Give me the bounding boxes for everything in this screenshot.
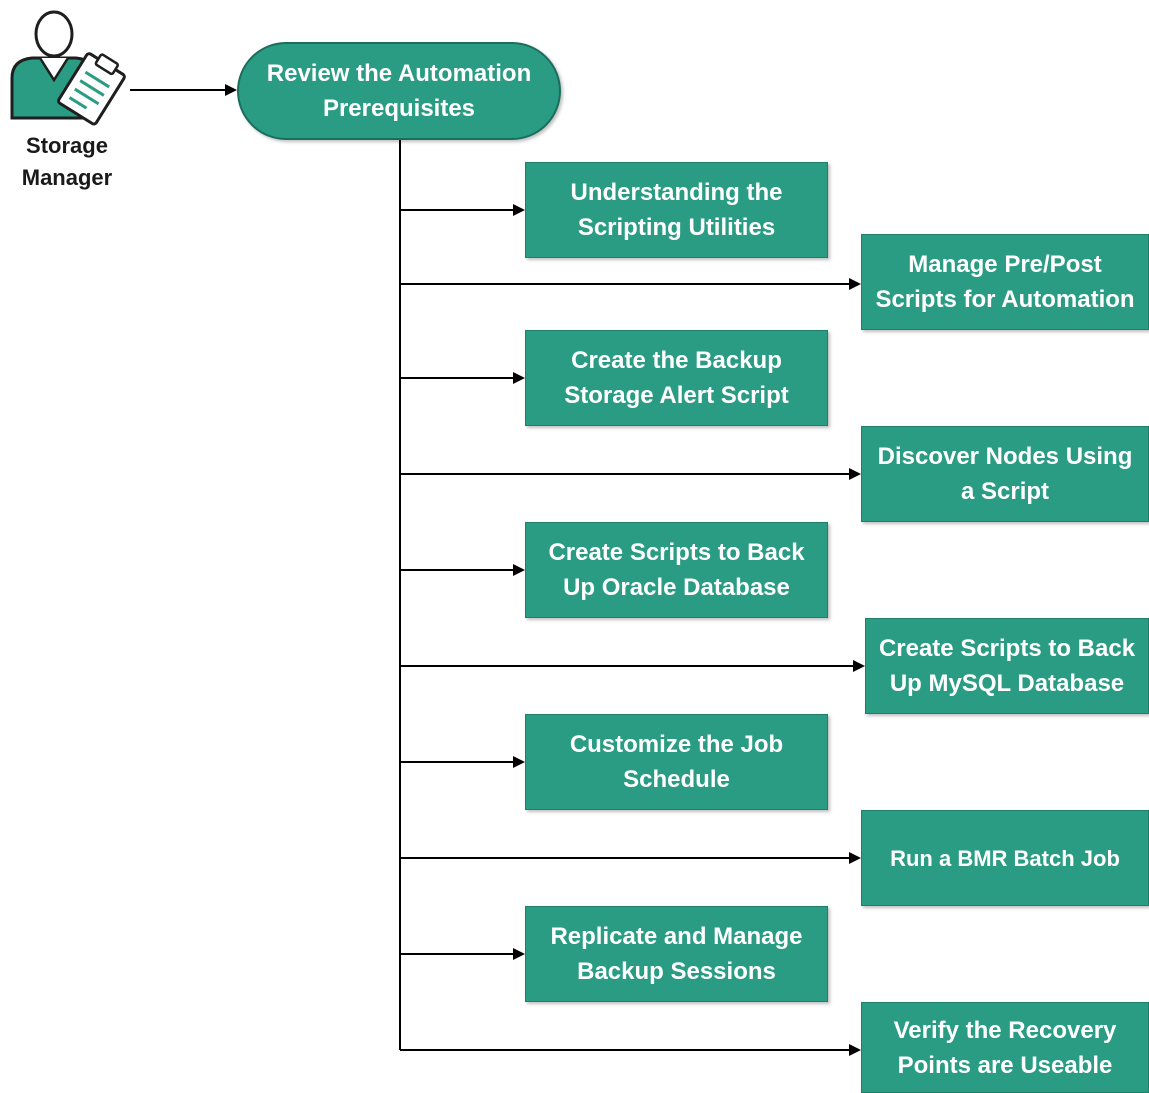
step-backup-mysql-database: Create Scripts to Back Up MySQL Database	[865, 618, 1149, 714]
role-label: Storage Manager	[21, 133, 113, 190]
step-verify-recovery-points: Verify the Recovery Points are Useable	[861, 1002, 1149, 1093]
step-understanding-scripting-utilities: Understanding the Scripting Utilities	[525, 162, 828, 258]
step-backup-oracle-database: Create Scripts to Back Up Oracle Databas…	[525, 522, 828, 618]
step-discover-nodes-using-script: Discover Nodes Using a Script	[861, 426, 1149, 522]
start-step-review-prerequisites: Review the Automation Prerequisites	[237, 42, 561, 140]
step-replicate-manage-backup-sessions: Replicate and Manage Backup Sessions	[525, 906, 828, 1002]
step-create-backup-storage-alert-script: Create the Backup Storage Alert Script	[525, 330, 828, 426]
user-with-clipboard-icon	[10, 10, 126, 126]
step-run-bmr-batch-job: Run a BMR Batch Job	[861, 810, 1149, 906]
step-manage-pre-post-scripts: Manage Pre/Post Scripts for Automation	[861, 234, 1149, 330]
step-customize-job-schedule: Customize the Job Schedule	[525, 714, 828, 810]
